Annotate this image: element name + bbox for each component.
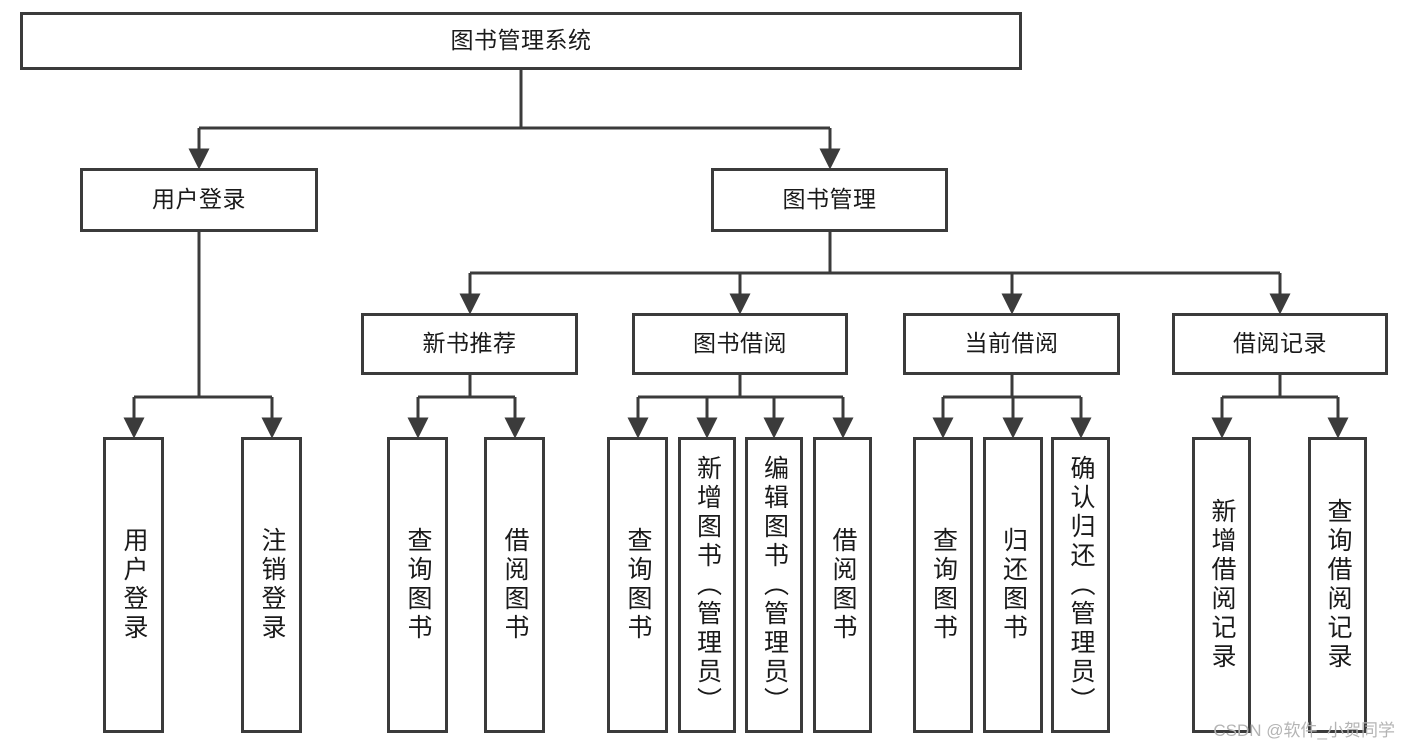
node-label: 图书管理系统 (450, 27, 592, 54)
node-records[interactable]: 借阅记录 (1172, 313, 1388, 375)
node-label: 编辑图书（管理员） (760, 454, 789, 716)
node-l_addrec[interactable]: 新增借阅记录 (1192, 437, 1251, 733)
node-label: 注销登录 (258, 527, 286, 643)
node-l_q3[interactable]: 查询图书 (913, 437, 973, 733)
connector-bus (134, 232, 272, 399)
node-label: 查询图书 (404, 527, 432, 643)
node-current[interactable]: 当前借阅 (903, 313, 1120, 375)
node-l_login[interactable]: 用户登录 (103, 437, 164, 733)
node-label: 确认归还（管理员） (1067, 454, 1095, 716)
node-l_qrec[interactable]: 查询借阅记录 (1308, 437, 1367, 733)
node-label: 当前借阅 (964, 330, 1059, 357)
node-newbook[interactable]: 新书推荐 (361, 313, 578, 375)
node-l_q2[interactable]: 查询图书 (607, 437, 668, 733)
node-label: 借阅图书 (501, 527, 529, 643)
node-label: 借阅图书 (829, 527, 857, 643)
node-l_edit[interactable]: 编辑图书（管理员） (745, 437, 803, 733)
node-label: 借阅记录 (1233, 330, 1327, 357)
node-bookmgmt[interactable]: 图书管理 (711, 168, 948, 232)
node-label: 新增借阅记录 (1208, 498, 1236, 672)
node-l_b2[interactable]: 借阅图书 (813, 437, 872, 733)
node-label: 查询借阅记录 (1324, 498, 1352, 672)
connector-bus (418, 375, 515, 399)
node-label: 用户登录 (120, 527, 148, 643)
connector-bus (470, 232, 1280, 275)
node-label: 图书借阅 (693, 330, 787, 357)
connector-bus (199, 70, 830, 130)
node-l_add[interactable]: 新增图书（管理员） (678, 437, 736, 733)
node-label: 新增图书（管理员） (693, 454, 722, 716)
connector-bus (1222, 375, 1338, 399)
node-label: 查询图书 (929, 527, 958, 643)
node-label: 查询图书 (624, 527, 652, 643)
node-label: 归还图书 (999, 527, 1028, 643)
node-root[interactable]: 图书管理系统 (20, 12, 1022, 70)
node-label: 新书推荐 (422, 330, 517, 357)
watermark: CSDN @软件_小贺同学 (1213, 721, 1395, 740)
node-label: 用户登录 (152, 186, 246, 213)
node-borrow[interactable]: 图书借阅 (632, 313, 848, 375)
node-l_confirm[interactable]: 确认归还（管理员） (1051, 437, 1110, 733)
node-l_ret[interactable]: 归还图书 (983, 437, 1043, 733)
connector-bus (638, 375, 843, 399)
node-l_b1[interactable]: 借阅图书 (484, 437, 545, 733)
node-l_logout[interactable]: 注销登录 (241, 437, 302, 733)
node-l_q1[interactable]: 查询图书 (387, 437, 448, 733)
node-label: 图书管理 (782, 186, 877, 213)
connector-bus (943, 375, 1081, 399)
node-login[interactable]: 用户登录 (80, 168, 318, 232)
